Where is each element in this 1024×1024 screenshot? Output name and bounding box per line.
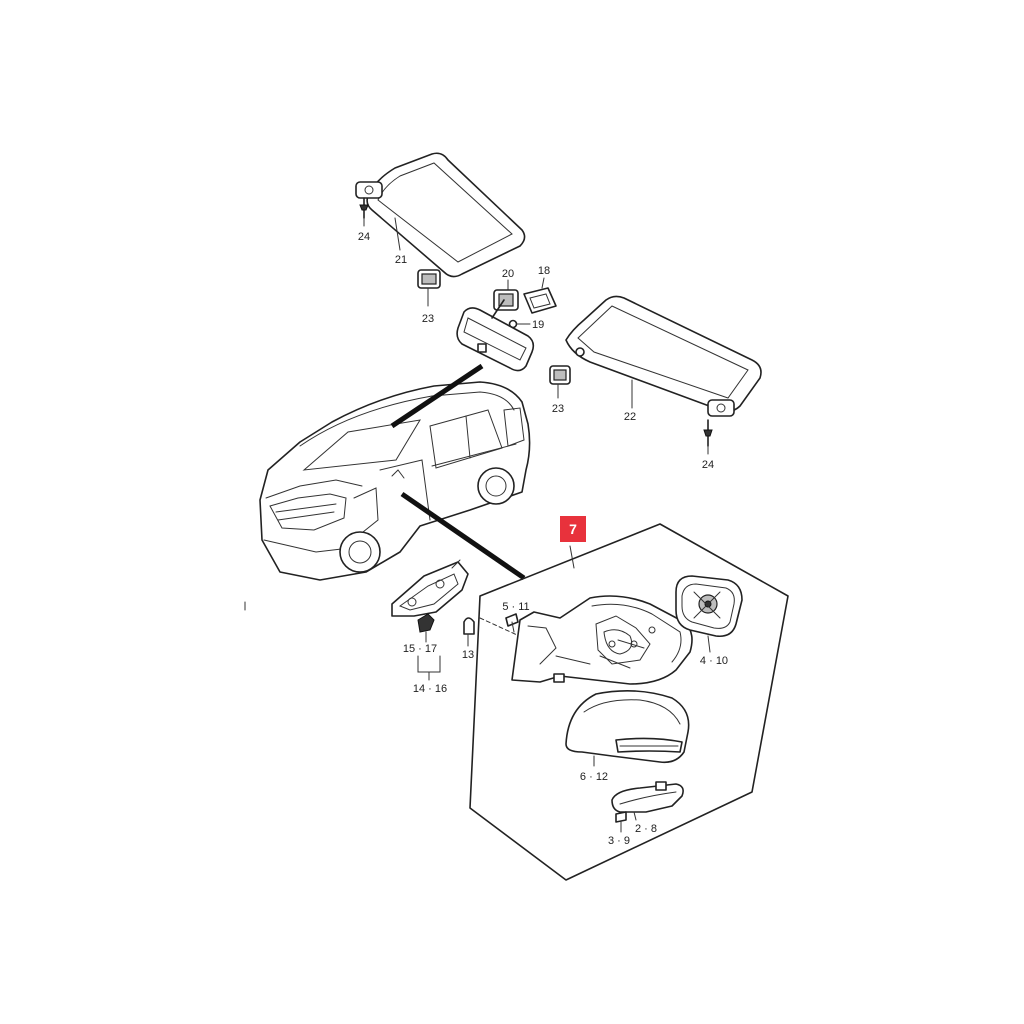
sun-visor-left [355,152,526,278]
label-13: 13 [462,649,474,661]
mirror-glass [675,575,743,653]
rear-view-mirror [456,299,535,372]
screw-19 [508,319,531,329]
leader-21 [394,217,401,251]
label-24-right: 24 [702,459,714,471]
nut-15-17 [417,613,435,643]
label-7: 7 [569,521,577,537]
label-2-8: 2 · 8 [635,823,657,835]
door-mirror-housing [511,595,693,685]
label-3-9: 3 · 9 [608,835,630,847]
visor-clip-23-left [417,269,441,307]
garnish-bracket [391,559,469,617]
label-18: 18 [538,265,550,277]
label-14-16: 14 · 16 [413,683,447,695]
label-20: 20 [502,268,514,280]
label-19: 19 [532,319,544,331]
sun-visor-right [565,295,762,417]
label-22: 22 [624,411,636,423]
label-23-right: 23 [552,403,564,415]
screw-24-right [703,419,713,455]
label-24-left: 24 [358,231,370,243]
label-6-12: 6 · 12 [580,771,608,783]
leader-door-to-mirror [400,491,526,581]
mirror-cover [565,690,690,767]
screw-24-left [359,197,369,227]
grommet-13 [463,617,475,647]
label-4-10: 4 · 10 [700,655,728,667]
mirror-cover-18 [523,277,557,314]
bracket-14-16 [417,655,441,673]
label-5-11: 5 · 11 [502,601,529,613]
visor-clip-23-right [549,365,571,399]
label-23-left: 23 [422,313,434,325]
label-21: 21 [395,254,407,266]
leader-mirror-to-roof [390,363,484,429]
screw-3-9 [615,811,627,833]
turn-signal-lamp [611,781,684,821]
screw-5-11 [505,613,519,633]
label-15-17: 15 · 17 [403,643,437,655]
mirror-holder-20 [493,279,519,311]
badge-7 [560,516,586,542]
vehicle-outline [259,381,531,581]
